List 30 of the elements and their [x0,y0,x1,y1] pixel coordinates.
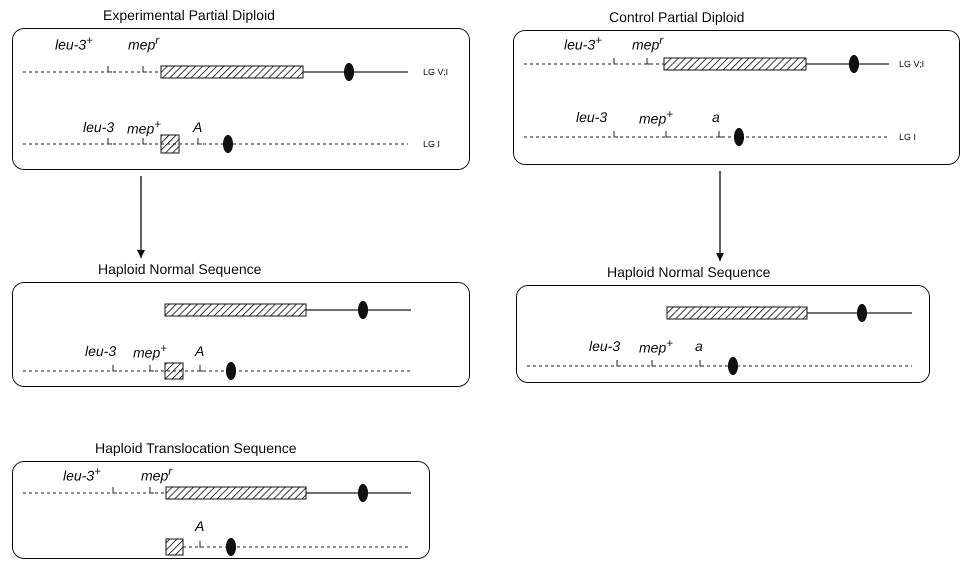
gene-label: a [695,338,703,354]
gene-label: leu-3$^{+}$ [564,33,602,53]
gene-label: leu-3$^{+}$ [55,33,93,53]
linkage-group-label: LG I [899,132,916,142]
gene-label: A [195,518,204,534]
gene-label: leu-3 [576,109,608,125]
gene-label: leu-3 [83,119,114,135]
gene-label: leu-3$^{+}$ [63,464,101,484]
gene-label: mep$^{+}$ [639,107,674,127]
panel-heading: Haploid Normal Sequence [607,264,770,280]
panel-heading: Experimental Partial Diploid [103,7,275,23]
panel-heading: Haploid Translocation Sequence [95,440,297,456]
panel-heading: Control Partial Diploid [609,9,744,25]
gene-label: A [195,343,204,359]
gene-label: mep$^{r}$ [632,33,664,53]
gene-label: mep$^{+}$ [127,117,162,137]
gene-label: leu-3 [589,338,620,354]
arrow [137,176,145,258]
linkage-group-label: LG V;I [423,67,448,77]
gene-label: mep$^{+}$ [133,341,168,361]
gene-label: a [712,109,720,125]
gene-label: mep$^{+}$ [639,336,674,356]
panel-heading: Haploid Normal Sequence [98,261,262,277]
gene-label: leu-3 [85,343,116,359]
gene-label: mep$^{r}$ [141,464,172,484]
arrow [716,171,724,261]
linkage-group-label: LG I [423,139,440,149]
gene-label: mep$^{r}$ [128,33,160,53]
gene-label: A [193,119,202,135]
linkage-group-label: LG V;I [899,59,924,69]
